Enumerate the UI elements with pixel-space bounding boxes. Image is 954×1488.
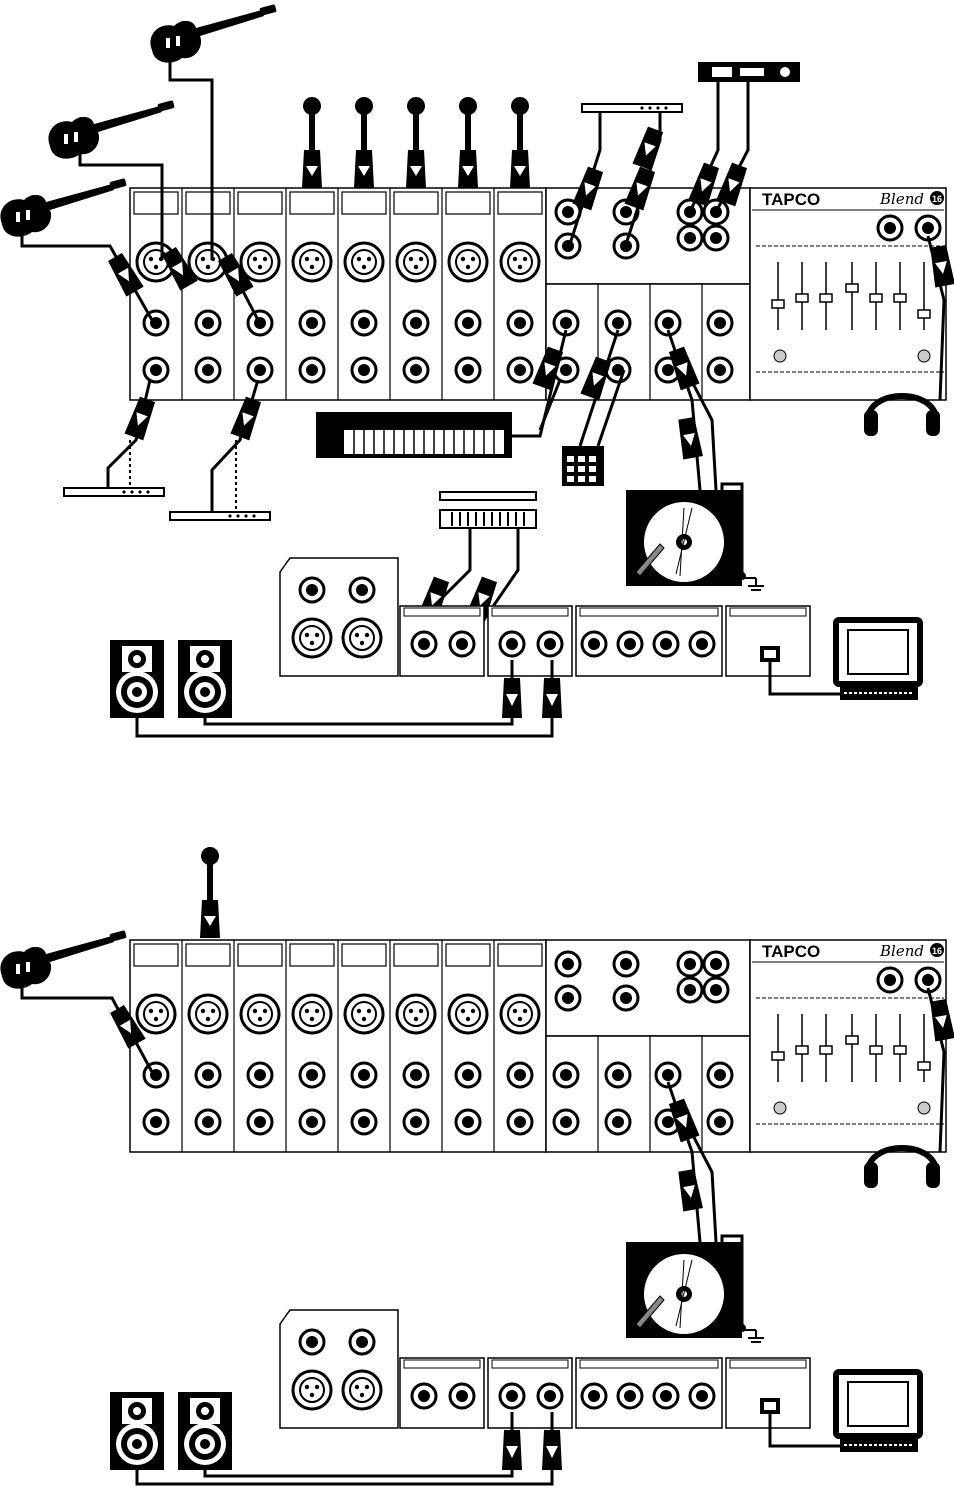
plug-icon [676,1169,703,1212]
media-player-icon [698,62,800,82]
plug-icon [124,396,156,440]
ground-icon [739,573,764,590]
rack-effect-icon [64,488,164,496]
computer-icon [836,620,920,700]
guitar-icon [48,100,174,159]
guitar-icon [0,178,126,237]
mixer-master-panel: TAPCO Blend 16 [750,188,946,400]
computer-icon [836,1372,920,1452]
minimal-setup-diagram: TAPCO Blend 16 [0,847,954,1484]
microphone-icon [200,847,220,938]
equalizer-icon [440,492,536,528]
plug-icon [632,126,664,170]
headphones-icon [864,396,940,436]
brand-label: TAPCO [762,190,820,209]
plug-icon [502,678,522,718]
microphone-icon [406,97,426,188]
model-label: Blend [879,190,924,208]
model-number: 16 [932,946,942,956]
studio-monitor-icon [110,1392,164,1470]
model-label: Blend [879,942,924,960]
studio-monitor-icon [178,640,232,718]
rack-effect-icon [170,512,270,520]
guitar-icon [150,4,276,63]
turntable-icon [626,1242,742,1338]
plug-icon [542,1430,562,1470]
model-number: 16 [932,194,942,204]
guitar-icon [0,930,126,989]
ground-icon [739,1325,764,1342]
mixer-stereo-panel [546,940,750,1152]
rack-effect-icon [582,104,682,112]
plug-icon [676,417,703,460]
drum-machine-icon [562,446,604,486]
plug-icon [502,1430,522,1470]
plug-icon [230,396,262,440]
studio-monitor-icon [178,1392,232,1470]
microphone-icon [458,97,478,188]
full-setup-diagram: TAPCO Blend 16 [0,4,954,736]
mixer-channel-panel [130,188,546,400]
brand-label: TAPCO [762,942,820,961]
microphone-icon [510,97,530,188]
headphones-icon [864,1148,940,1188]
keyboard-icon [316,412,512,458]
studio-monitor-icon [110,640,164,718]
microphone-icon [354,97,374,188]
mixer-channel-panel [130,940,546,1152]
mixer-master-panel: TAPCO Blend 16 [750,940,946,1152]
plug-icon [542,678,562,718]
turntable-icon [626,490,742,586]
microphone-icon [302,97,322,188]
